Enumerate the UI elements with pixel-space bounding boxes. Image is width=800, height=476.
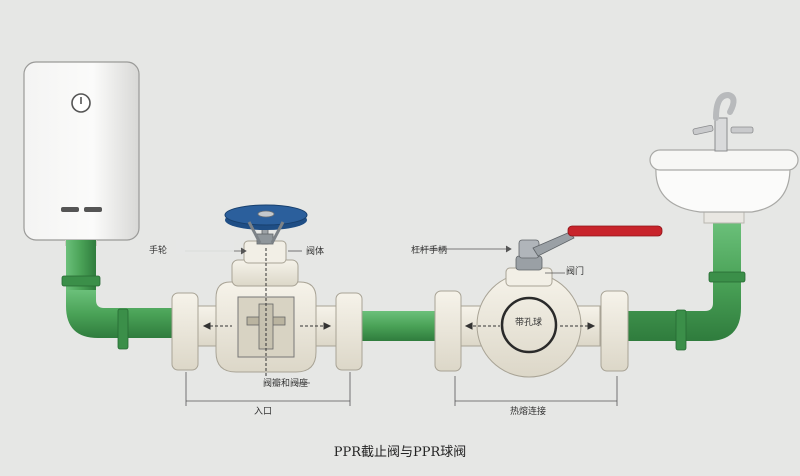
ball-valve [434, 225, 663, 378]
handwheel-icon [224, 204, 308, 244]
label-socket-weld: 热熔连接 [510, 405, 546, 417]
water-heater [23, 61, 140, 246]
lever-handle-icon [532, 225, 663, 257]
pipe-middle [360, 311, 436, 341]
leader-lines [185, 245, 618, 406]
label-valve-gate: 阀门 [566, 265, 584, 277]
faucet-icon [692, 91, 754, 152]
label-lever-handle: 杠杆手柄 [411, 244, 447, 256]
diagram-caption: PPR截止阀与PPR球阀 [334, 445, 467, 460]
heater-indicator-slots [61, 207, 102, 212]
pipe-left [61, 240, 172, 350]
label-disc-seat: 阀瓣和阀座 [263, 377, 308, 389]
power-button-icon [71, 93, 91, 113]
globe-valve [171, 204, 363, 376]
pipe-right [628, 222, 746, 351]
sink [649, 91, 799, 224]
label-handwheel: 手轮 [149, 244, 167, 256]
label-valve-body: 阀体 [306, 245, 324, 257]
label-bore-ball: 带孔球 [515, 316, 542, 328]
label-inlet: 入口 [254, 406, 272, 417]
